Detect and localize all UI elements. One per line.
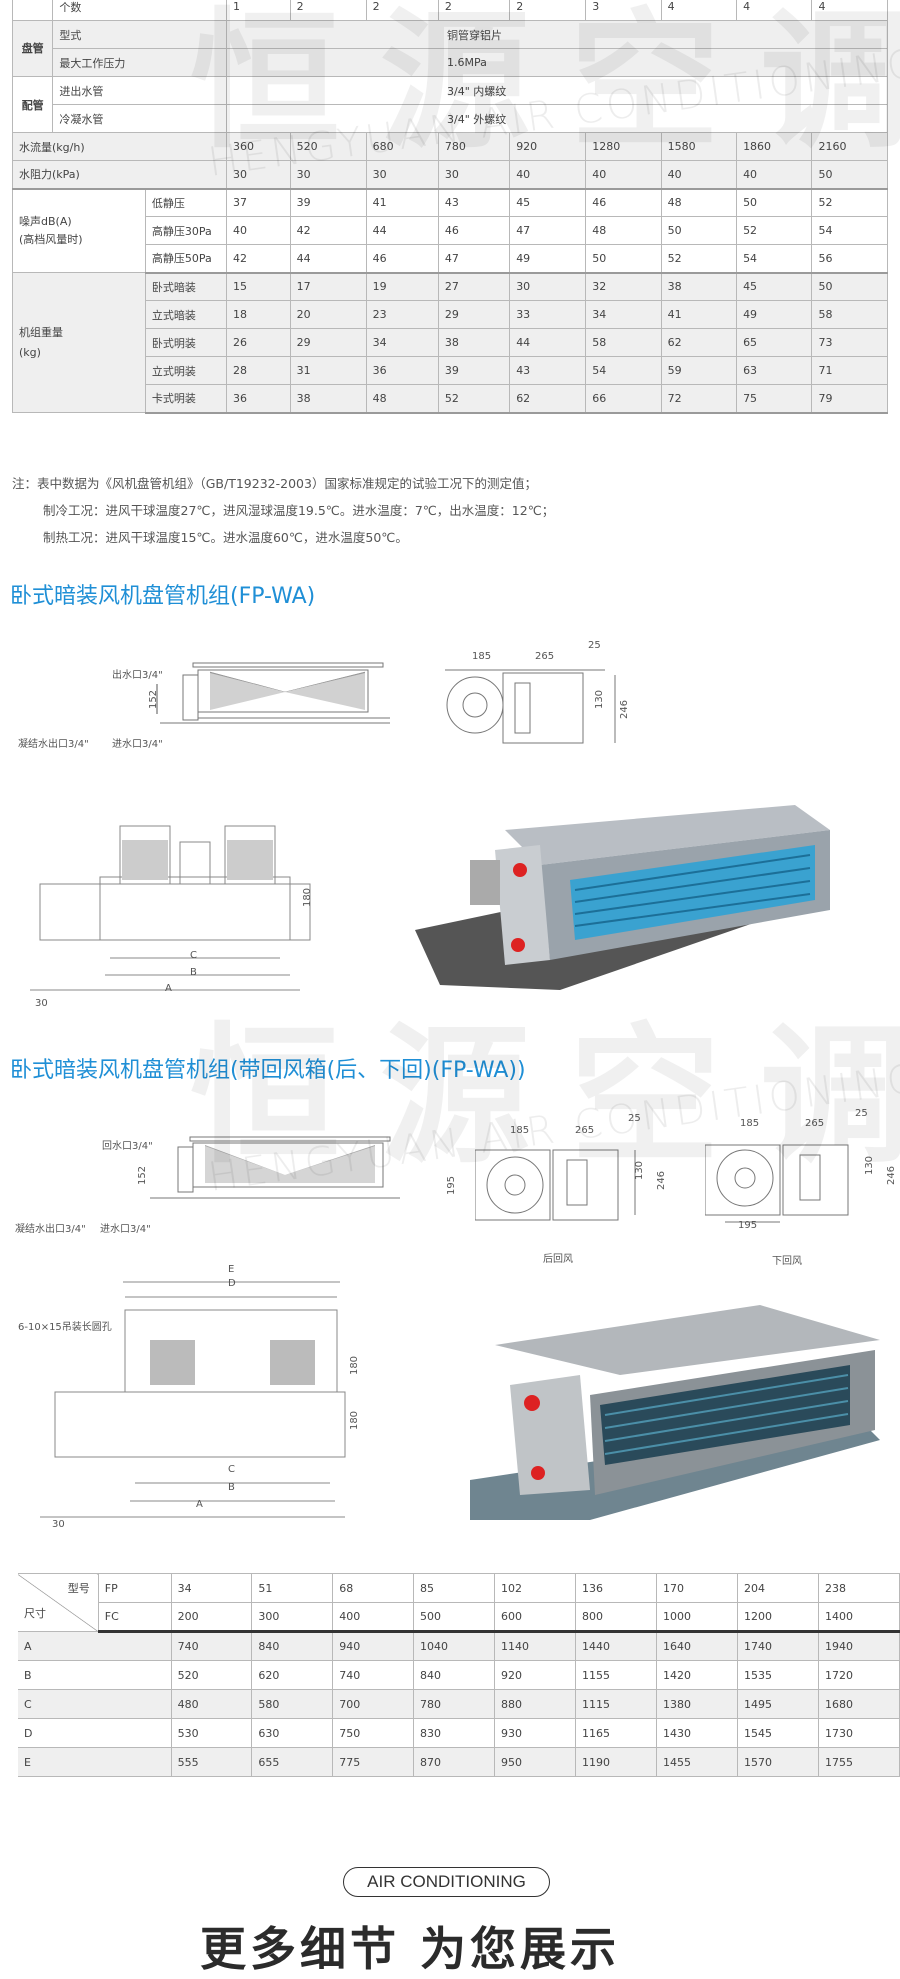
table-row: 型号 尺寸 FP 34 51 68 85 102 136 170 204 238	[18, 1573, 900, 1632]
dim-e: E	[228, 1264, 235, 1275]
dim-185: 185	[740, 1118, 760, 1129]
plan-view-diagram-2	[40, 1281, 346, 1518]
inlet-label: 进水口3/4"	[100, 1224, 151, 1235]
table-row: 最大工作压力 1.6MPa	[13, 48, 889, 77]
dim-25: 25	[628, 1113, 641, 1124]
dim-25: 25	[855, 1108, 868, 1119]
dim-246: 246	[656, 1170, 668, 1191]
dim-246: 246	[619, 699, 631, 720]
dim-180: 180	[349, 1410, 361, 1431]
bottom-return-caption: 下回风	[772, 1256, 802, 1267]
dim-180: 180	[349, 1355, 361, 1376]
return-water-label: 回水口3/4"	[102, 1141, 153, 1152]
table-row: 机组重量 (kg) 卧式暗装 15 17 19 27 30 32 38 45 5…	[12, 272, 888, 413]
dim-265: 265	[535, 651, 555, 662]
table-row: 卡式明装 36 38 48 52 62 66 72 75 79	[13, 384, 888, 414]
condensate-outlet-label: 凝结水出口3/4"	[18, 739, 89, 750]
table-row: 配管 进出水管 3/4" 内螺纹	[11, 76, 889, 133]
side-view-diagram-2	[150, 1136, 400, 1199]
table-row: 立式暗装 18 20 23 29 33 34 41 49 58	[13, 300, 888, 329]
dim-195: 195	[446, 1175, 458, 1196]
condensate-outlet-label: 凝结水出口3/4"	[15, 1224, 86, 1235]
table-row: 立式明装 28 31 36 39 43 54 59 63 71	[13, 356, 888, 385]
table-row: 卧式明装 26 29 34 38 44 58 62 65 73	[13, 328, 888, 357]
inlet-label: 进水口3/4"	[112, 739, 163, 750]
dim-180: 180	[302, 887, 314, 908]
product-photo-fp-wa-return-box	[470, 1305, 880, 1520]
outlet-label: 出水口3/4"	[112, 670, 163, 681]
air-conditioning-badge: AIR CONDITIONING	[343, 1867, 550, 1897]
rear-return-caption: 后回风	[543, 1254, 573, 1265]
dim-185: 185	[472, 651, 492, 662]
dim-130: 130	[594, 689, 606, 710]
section-title-fp-wa-return-box: 卧式暗装风机盘管机组(带回风箱(后、下回)(FP-WA))	[10, 1058, 526, 1083]
dim-25: 25	[588, 640, 601, 651]
height-dim: 152	[148, 689, 160, 710]
dimension-table: 型号 尺寸 FP 34 51 68 85 102 136 170 204 238…	[18, 1573, 900, 1777]
dim-130: 130	[634, 1160, 646, 1181]
dim-30: 30	[52, 1519, 65, 1530]
bottom-return-diagram	[705, 1144, 849, 1223]
side-view-diagram	[156, 662, 390, 724]
dim-b: B	[228, 1482, 235, 1493]
corner-size-label: 尺寸	[24, 1607, 46, 1620]
table-row: FC 200 300 400 500 600 800 1000 1200 140…	[18, 1602, 900, 1633]
table-row: 个数 1 2 2 2 2 3 4 4 4	[11, 0, 888, 21]
dim-130: 130	[864, 1155, 876, 1176]
dim-265: 265	[805, 1118, 825, 1129]
dim-a: A	[196, 1499, 203, 1510]
spec-table: 个数 1 2 2 2 2 3 4 4 4 盘管 型式 铜管穿铝片 最大工作压力 …	[11, 0, 889, 414]
dim-c: C	[228, 1464, 235, 1475]
product-photo-fp-wa	[415, 805, 830, 990]
dim-30: 30	[35, 998, 48, 1009]
dim-195: 195	[738, 1220, 758, 1231]
plan-view-diagram	[30, 825, 311, 991]
corner-model-label: 型号	[67, 1582, 90, 1595]
section-title-fp-wa: 卧式暗装风机盘管机组(FP-WA)	[10, 584, 316, 609]
end-view-diagram	[445, 669, 616, 744]
mounting-hole-label: 6-10×15吊装长圆孔	[18, 1322, 112, 1333]
dim-185: 185	[510, 1125, 530, 1136]
rear-return-diagram	[475, 1149, 636, 1221]
table-row: 冷凝水管 3/4" 外螺纹	[13, 104, 889, 133]
dim-a: A	[165, 983, 172, 994]
dim-246: 246	[886, 1165, 898, 1186]
dim-c: C	[190, 950, 197, 961]
dim-d: D	[228, 1278, 236, 1289]
table-row: 盘管 型式 铜管穿铝片	[11, 20, 889, 77]
table-row: 噪声dB(A) (高档风量时) 低静压 37 39 41 43 45 46 48…	[12, 188, 888, 273]
more-details-title: 更多细节 为您展示	[200, 1922, 621, 1976]
table-row: 高静压50Pa 42 44 46 47 49 50 52 54 56	[13, 244, 888, 274]
table-row: 水流量(kg/h) 360 520 680 780 920 1280 1580 …	[12, 132, 888, 161]
dim-265: 265	[575, 1125, 595, 1136]
dim-b: B	[190, 967, 197, 978]
height-dim: 152	[137, 1165, 149, 1186]
table-row: 水阻力(kPa) 30 30 30 30 40 40 40 40 50	[12, 160, 888, 190]
test-conditions-note: 注：表中数据为《风机盘管机组》（GB/T19232-2003）国家标准规定的试验…	[12, 476, 555, 545]
table-row: 高静压30Pa 40 42 44 46 47 48 50 52 54	[13, 216, 888, 245]
